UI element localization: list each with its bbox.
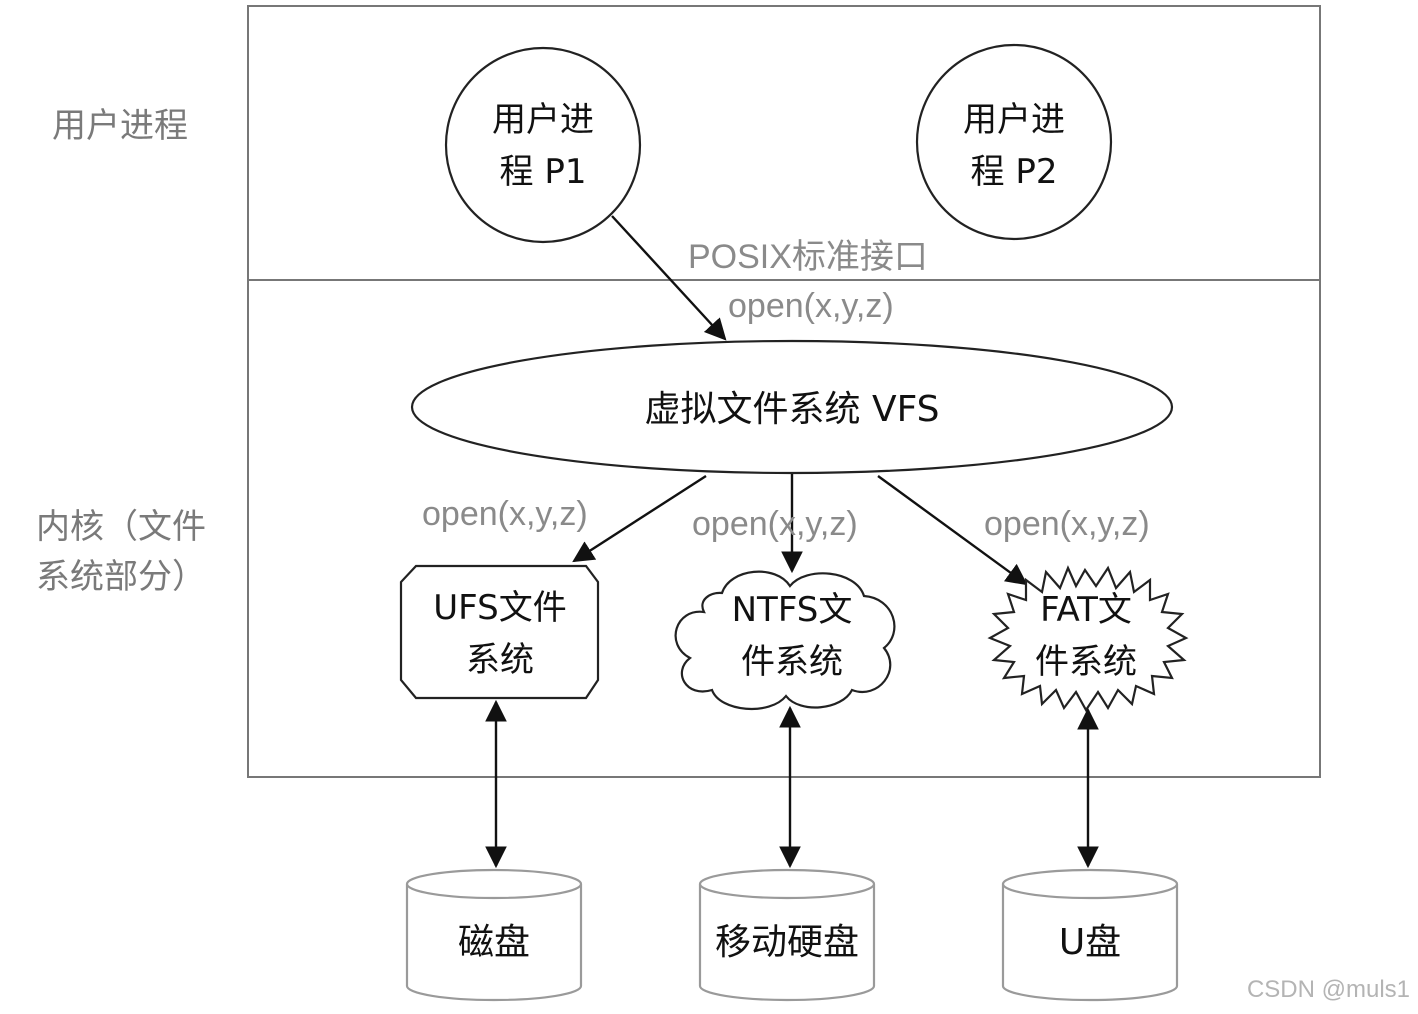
device-usb-drive: U盘 (1001, 868, 1179, 1002)
call-label-ntfs: open(x,y,z) (692, 505, 858, 543)
vfs-node: 虚拟文件系统 VFS (410, 339, 1174, 475)
edge-vfs-to-ufs (572, 474, 707, 563)
posix-call-label: open(x,y,z) (728, 287, 894, 325)
ufs-label-line1: UFS文件 (433, 588, 566, 628)
process-p1-node: 用户进 程 P1 (444, 46, 642, 244)
kernel-label-line1: 内核（文件 (36, 507, 206, 547)
process-p2-node: 用户进 程 P2 (915, 43, 1113, 241)
ufs-label-line2: 系统 (466, 640, 534, 680)
ntfs-label-line2: 件系统 (741, 642, 843, 682)
vfs-label: 虚拟文件系统 VFS (645, 389, 940, 430)
process-p2-label-line2: 程 P2 (971, 152, 1058, 192)
fat-label-line2: 件系统 (1035, 642, 1137, 682)
call-label-ufs: open(x,y,z) (422, 495, 588, 533)
edge-vfs-to-fat (877, 475, 1028, 586)
edge-p1-to-vfs (611, 215, 727, 341)
process-p1-label-line2: 程 P1 (500, 152, 587, 192)
watermark: CSDN @muls1 (1247, 976, 1410, 1003)
ntfs-label-line1: NTFS文 (732, 590, 853, 630)
device-usb-drive-label: U盘 (1059, 922, 1121, 963)
fat-label-line1: FAT文 (1040, 590, 1132, 630)
ufs-filesystem-node: UFS文件 系统 (399, 564, 600, 700)
fat-filesystem-node: FAT文 件系统 (987, 565, 1189, 713)
device-disk: 磁盘 (405, 868, 583, 1002)
call-label-fat: open(x,y,z) (984, 505, 1150, 543)
device-removable-drive: 移动硬盘 (698, 868, 876, 1002)
posix-interface-label: POSIX标准接口 (688, 238, 928, 276)
user-space-label: 用户进程 (52, 106, 188, 146)
process-p2-label-line1: 用户进 (963, 100, 1065, 140)
kernel-label-line2: 系统部分） (36, 557, 206, 597)
device-removable-drive-label: 移动硬盘 (715, 922, 859, 963)
device-disk-label: 磁盘 (458, 922, 530, 963)
ntfs-filesystem-node: NTFS文 件系统 (674, 570, 896, 710)
process-p1-label-line1: 用户进 (492, 100, 594, 140)
